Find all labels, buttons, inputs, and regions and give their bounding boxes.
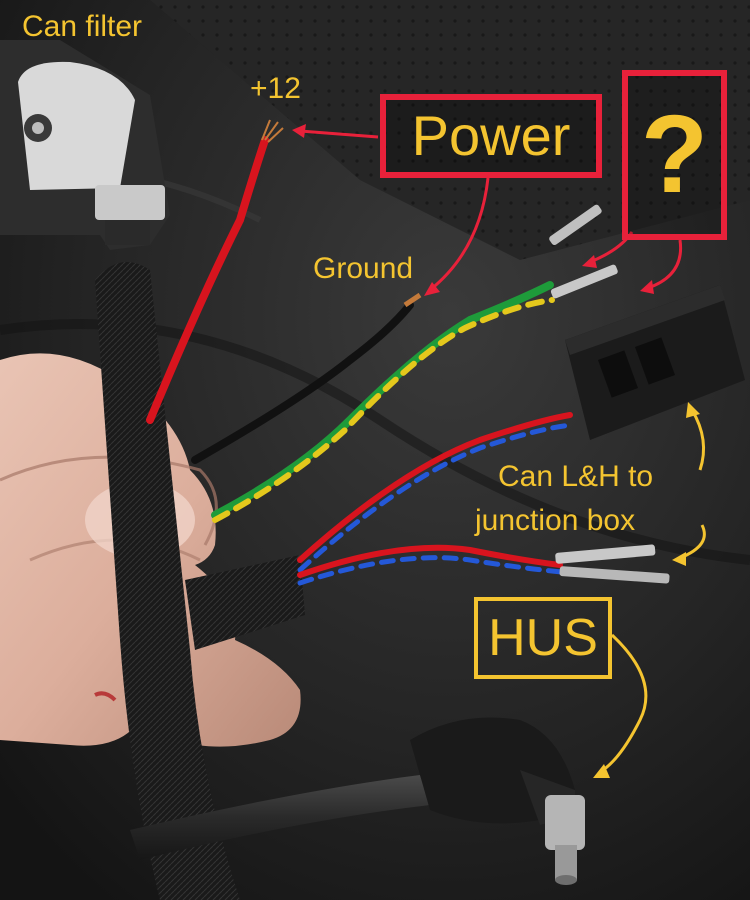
- power-label: Power: [411, 104, 571, 167]
- hus-label-box: HUS: [474, 597, 612, 679]
- hus-label: HUS: [488, 609, 598, 667]
- question-label-box: ?: [622, 70, 727, 240]
- black-connector-housing: [565, 285, 745, 440]
- blue-wire-can-2: [297, 555, 565, 586]
- pin-connectors-bottom: [555, 544, 670, 584]
- red-wire-can-2: [297, 544, 563, 578]
- can-filter-label: Can filter: [22, 10, 143, 43]
- yellow-wire: [212, 297, 555, 523]
- ground-label: Ground: [313, 252, 414, 285]
- pin-connectors-top: [549, 204, 618, 299]
- blue-wire-can: [297, 422, 575, 573]
- can-lh-label: Can L&H to: [498, 460, 654, 493]
- plus12-label: +12: [250, 72, 301, 105]
- power-arrows: [299, 129, 490, 292]
- question-label: ?: [640, 93, 709, 216]
- can-filter-module: [0, 40, 170, 250]
- power-label-box: Power: [380, 94, 602, 178]
- hus-cable: [130, 775, 430, 860]
- black-wire-ground: [191, 301, 414, 464]
- hus-arrow: [599, 633, 648, 774]
- red-wire-can: [297, 412, 573, 563]
- braided-sleeve: [95, 262, 240, 900]
- junction-box-label: junction box: [475, 504, 636, 537]
- red-wire-plus12: [146, 136, 269, 424]
- hus-plug: [410, 717, 585, 885]
